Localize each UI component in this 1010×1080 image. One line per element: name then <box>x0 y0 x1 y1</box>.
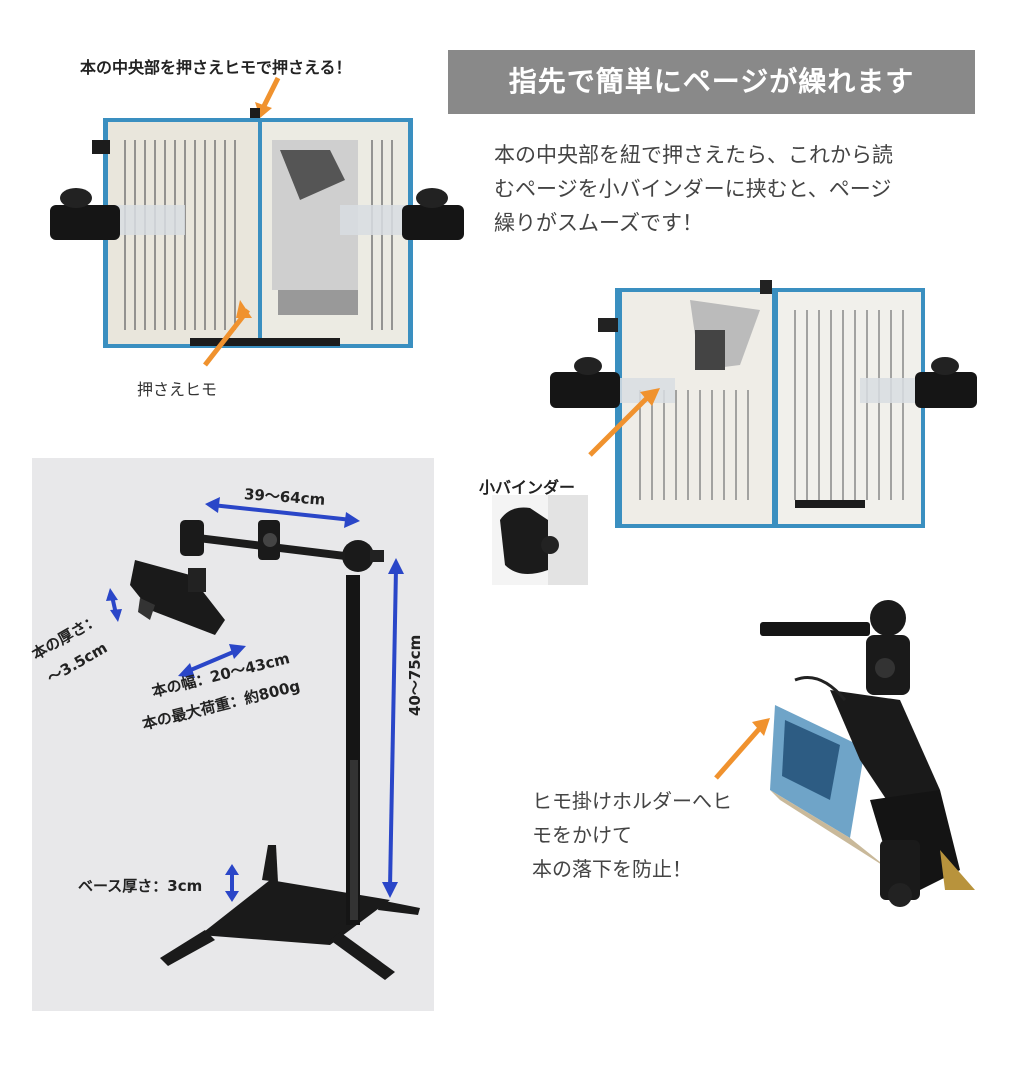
small-binder-label: 小バインダー <box>479 478 576 497</box>
page-turn-banner: 指先で簡単にページが繰れます <box>448 50 975 114</box>
strap-label: 押さえヒモ <box>137 380 218 399</box>
strap-holder-note-line: 本の落下を防止！ <box>532 857 692 881</box>
base-thickness-label: ベース厚さ：3cm <box>78 877 203 895</box>
description-line: 繰りがスムーズです！ <box>494 211 703 235</box>
strap-holder-note: ヒモ掛けホルダーへヒ モをかけて 本の落下を防止！ <box>532 784 732 886</box>
strap-holder-note-line: ヒモ掛けホルダーへヒ <box>532 789 732 813</box>
strap-holder-note-line: モをかけて <box>532 823 632 847</box>
center-strap-caption: 本の中央部を押さえヒモで押さえる！ <box>80 58 352 77</box>
description-line: むページを小バインダーに挟むと、ページ <box>494 177 892 201</box>
description-line: 本の中央部を紐で押さえたら、これから読 <box>494 143 893 167</box>
page-turn-description: 本の中央部を紐で押さえたら、これから読 むページを小バインダーに挟むと、ページ … <box>494 138 984 240</box>
